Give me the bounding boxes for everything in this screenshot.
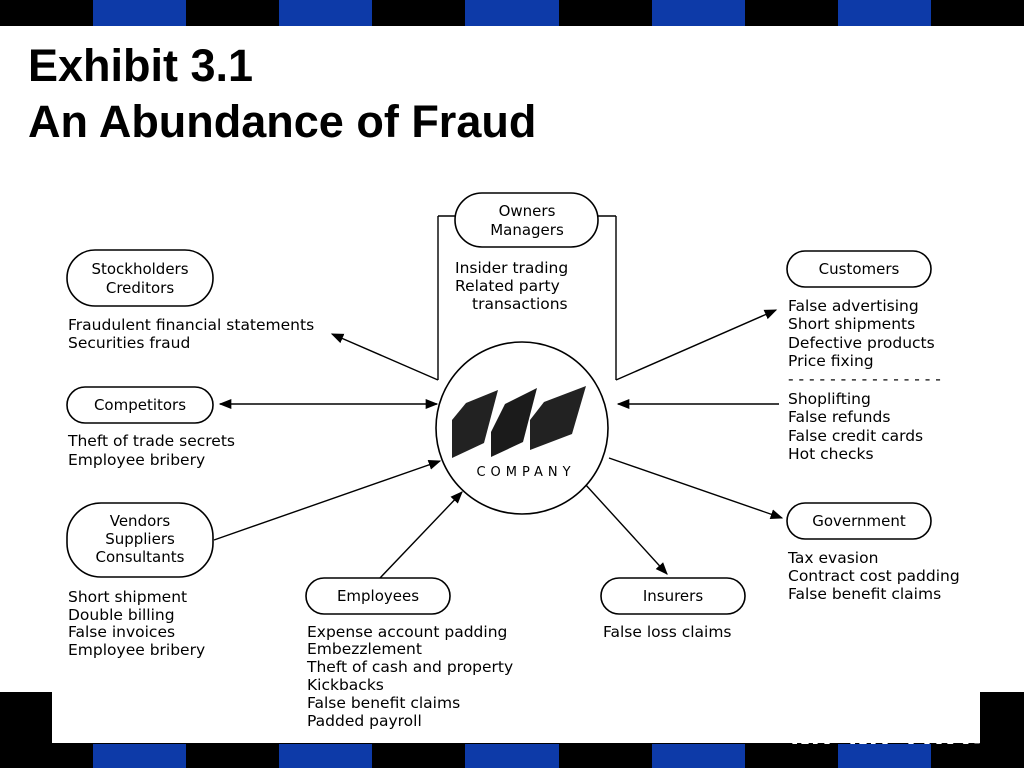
customers-against-item: False refunds — [788, 408, 890, 426]
title-line-1: Exhibit 3.1 — [28, 40, 254, 91]
insurers-item: False loss claims — [603, 623, 732, 641]
customers-item: Short shipments — [788, 315, 915, 333]
top-stripe-bar — [0, 0, 1024, 26]
vendors-pill — [66, 502, 214, 578]
stockholders-item: Securities fraud — [68, 334, 190, 352]
arrow-to-insurers — [584, 483, 668, 575]
customers-against-item: Shoplifting — [788, 390, 871, 408]
vendors-item: Short shipment — [68, 588, 187, 606]
competitors-item: Theft of trade secrets — [67, 432, 235, 450]
bottom-stripe-bar — [0, 744, 1024, 768]
vendors-node: Vendors Suppliers Consultants Short ship… — [66, 502, 214, 659]
customers-separator: - - - - - - - - - - - - - - - — [788, 370, 941, 388]
vendors-label-3: Consultants — [96, 548, 185, 566]
owners-node: Owners Managers Insider trading Related … — [454, 192, 599, 313]
customers-node: Customers False advertising Short shipme… — [786, 250, 941, 463]
company-label: COMPANY — [476, 465, 575, 480]
vendors-label-2: Suppliers — [105, 530, 175, 548]
government-item: Contract cost padding — [788, 567, 960, 585]
title-line-2: An Abundance of Fraud — [28, 96, 537, 147]
arrow-to-stockholders — [330, 333, 439, 381]
slide-title: Exhibit 3.1 An Abundance of Fraud — [28, 38, 536, 150]
employees-item: False benefit claims — [307, 694, 460, 712]
competitors-label: Competitors — [94, 396, 186, 414]
company-logo-icon — [452, 386, 586, 458]
employees-item: Theft of cash and property — [306, 658, 513, 676]
customers-against-item: False credit cards — [788, 427, 923, 445]
customers-pill — [786, 250, 932, 288]
company-node: COMPANY — [435, 341, 609, 515]
competitors-node: Competitors Theft of trade secrets Emplo… — [66, 386, 235, 469]
owners-item: Insider trading — [455, 259, 568, 277]
employees-pill — [305, 577, 451, 615]
arrow-to-customers — [615, 309, 778, 381]
stockholders-label-1: Stockholders — [91, 260, 188, 278]
government-item: False benefit claims — [788, 585, 941, 603]
customers-item: False advertising — [788, 297, 919, 315]
owners-label-1: Owners — [499, 202, 556, 220]
government-label: Government — [812, 512, 906, 530]
employees-item: Kickbacks — [307, 676, 384, 694]
arrow-to-government — [608, 457, 784, 520]
insurers-node: Insurers False loss claims — [600, 577, 746, 641]
owners-item: transactions — [472, 295, 568, 313]
employees-item: Expense account padding — [307, 623, 507, 641]
stockholders-item: Fraudulent financial statements — [68, 316, 314, 334]
government-item: Tax evasion — [787, 549, 878, 567]
government-pill — [786, 502, 932, 540]
employees-label: Employees — [337, 587, 419, 605]
insurers-label: Insurers — [643, 587, 703, 605]
arrow-from-vendors — [213, 459, 442, 541]
employees-node: Employees Expense account padding Embezz… — [305, 577, 513, 730]
stockholders-label-2: Creditors — [106, 279, 174, 297]
owners-item: Related party — [455, 277, 560, 295]
memphis-logo: MEMPHIS. — [790, 722, 985, 744]
government-node: Government Tax evasion Contract cost pad… — [786, 502, 960, 603]
stockholders-node: Stockholders Creditors Fraudulent financ… — [66, 249, 314, 352]
employees-item: Padded payroll — [307, 712, 422, 730]
customers-item: Defective products — [788, 334, 935, 352]
customers-label: Customers — [819, 260, 900, 278]
competitors-item: Employee bribery — [68, 451, 205, 469]
connectors — [213, 215, 784, 579]
stockholders-pill — [66, 249, 214, 307]
employees-item: Embezzlement — [307, 640, 422, 658]
vendors-item: Employee bribery — [68, 641, 205, 659]
customers-against-item: Hot checks — [788, 445, 874, 463]
arrow-from-employees — [379, 491, 463, 579]
content-panel — [52, 692, 980, 743]
insurers-pill — [600, 577, 746, 615]
owners-pill — [454, 192, 599, 248]
vendors-label-1: Vendors — [110, 512, 171, 530]
vendors-item: False invoices — [68, 623, 175, 641]
competitors-pill — [66, 386, 214, 424]
customers-item: Price fixing — [788, 352, 874, 370]
owners-label-2: Managers — [490, 221, 564, 239]
vendors-item: Double billing — [68, 606, 175, 624]
